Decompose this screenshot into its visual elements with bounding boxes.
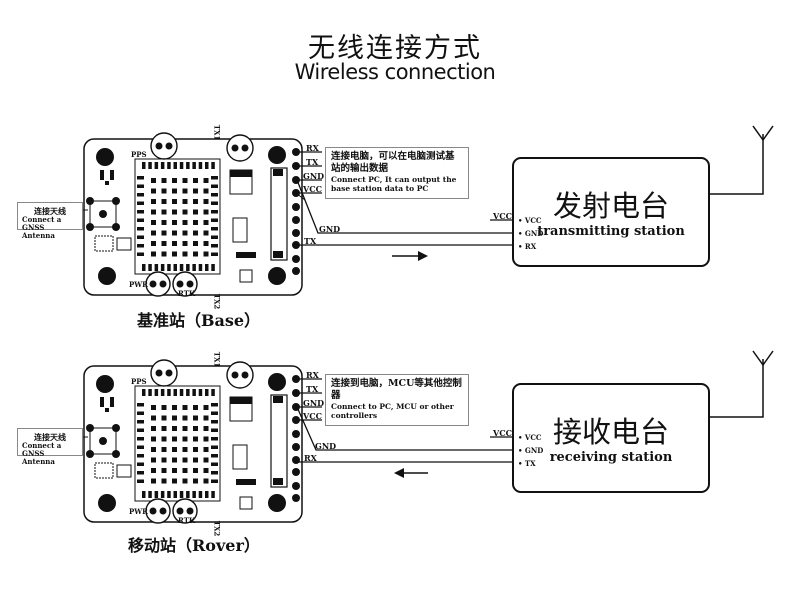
note-en: Connect PC, It can output the base stati… (331, 175, 457, 193)
pps-led-ring (150, 132, 178, 160)
header-pin-232-r2 (292, 482, 300, 490)
station-pin-gnd: • GND (518, 446, 544, 455)
tx1-label: TX1 (212, 351, 222, 368)
header-pin-232-t1 (292, 443, 300, 451)
antenna-note-cn: 连接天线 (34, 206, 66, 216)
header-pin-t2 (292, 468, 300, 476)
rtk-led-ring (172, 498, 198, 524)
wire-label-vcc: VCC (303, 184, 322, 194)
base-wiring-diagram (82, 125, 774, 297)
wire-label-gnd: GND (303, 398, 325, 408)
header-pin-232-r2 (292, 255, 300, 263)
wire-label-gnd-run: GND (319, 224, 341, 234)
wire-label-vcc: VCC (303, 411, 322, 421)
antenna-icon (709, 350, 774, 418)
note-en: Connect to PC, MCU or other controllers (331, 402, 454, 420)
wire-label-tx: TX (306, 384, 319, 394)
header-pin-232-t2 (292, 494, 300, 502)
station-pin-tx: • TX (518, 459, 536, 468)
mounting-hole (268, 146, 286, 164)
station-pin-rx: • RX (518, 242, 537, 251)
pps-label: PPS (131, 377, 147, 386)
header-pin-r2 (292, 456, 300, 464)
wire-label-rx: RX (306, 143, 319, 153)
pwr-led-ring (145, 498, 171, 524)
mounting-hole (96, 148, 114, 166)
header-pin-232-r1 (292, 203, 300, 211)
station-pin-gnd: • GND (518, 229, 544, 238)
wire-label-tx: TX (306, 157, 319, 167)
rover-connect-note: 连接到电脑，MCU等其他控制器 Connect to PC, MCU or ot… (325, 374, 469, 426)
wire-label-gnd-run: GND (315, 441, 337, 451)
rover-section: PPS PWR RTK TX1 TX2 RX TX GND VCC GND RX… (0, 225, 790, 565)
tx1-led-ring (226, 134, 254, 162)
header-pin-232-t2 (292, 267, 300, 275)
reset-button (89, 200, 117, 228)
header-pin-r2 (292, 229, 300, 237)
wire-label-tx-run: TX (304, 236, 317, 246)
tx1-label: TX1 (212, 124, 222, 141)
base-section: PPS PWR RTK TX1 TX2 RX TX GND VCC GND TX… (17, 124, 774, 330)
rtk-label: RTK (178, 516, 195, 525)
rover-wiring-diagram (82, 350, 774, 524)
receiving-station-box: 接收电台 receiving station • VCC • GND • TX (512, 383, 710, 493)
page-title-en: Wireless connection (294, 60, 496, 84)
base-antenna-note: 连接天线 Connect a GNSS Antenna (17, 202, 83, 240)
reset-button (89, 427, 117, 455)
wire-label-rx: RX (306, 370, 319, 380)
pps-led-ring (150, 359, 178, 387)
station-pin-vcc: • VCC (518, 433, 542, 442)
header-connector (270, 167, 288, 261)
antenna-note-en: Connect a GNSS Antenna (22, 441, 62, 466)
mounting-hole (268, 267, 286, 285)
pwr-label: PWR (129, 280, 148, 289)
station-pin-vcc: • VCC (518, 216, 542, 225)
rover-antenna-note: 连接天线 Connect a GNSS Antenna (17, 428, 83, 466)
header-pin-232-t1 (292, 216, 300, 224)
wire-label-vcc-run: VCC (493, 428, 512, 438)
header-connector (270, 394, 288, 488)
antenna-icon (709, 125, 774, 195)
pwr-led-ring (145, 271, 171, 297)
wire-label-gnd: GND (303, 171, 325, 181)
header-pin-232-r1 (292, 430, 300, 438)
note-cn: 连接电脑，可以在电脑测试基站的输出数据 (331, 151, 455, 174)
antenna-note-cn: 连接天线 (34, 432, 66, 442)
rover-caption: 移动站（Rover） (128, 536, 260, 555)
pwr-label: PWR (129, 507, 148, 516)
pps-label: PPS (131, 150, 147, 159)
arrow-right-icon (392, 251, 428, 261)
arrow-left-icon (394, 468, 428, 478)
base-connect-note: 连接电脑，可以在电脑测试基站的输出数据 Connect PC, It can o… (325, 147, 469, 199)
transmitting-station-box: 发射电台 transmitting station • VCC • GND • … (512, 157, 710, 267)
note-cn: 连接到电脑，MCU等其他控制器 (331, 378, 462, 401)
station-title-cn: 接收电台 (552, 415, 669, 449)
wire-label-rx-run: RX (304, 453, 317, 463)
base-caption: 基准站（Base） (137, 311, 261, 330)
mounting-hole (98, 494, 116, 512)
antenna-note-en: Connect a GNSS Antenna (22, 215, 62, 240)
wire-label-vcc-run: VCC (493, 211, 512, 221)
gnss-module (134, 158, 221, 275)
station-title-en: transmitting station (537, 224, 685, 239)
gnss-module (134, 385, 221, 502)
rtk-label: RTK (178, 289, 195, 298)
page-title-cn: 无线连接方式 (308, 33, 482, 64)
station-title-cn: 发射电台 (552, 189, 669, 223)
mounting-hole (98, 267, 116, 285)
station-title-en: receiving station (549, 450, 673, 465)
mounting-hole (268, 373, 286, 391)
mounting-hole (96, 375, 114, 393)
tx1-led-ring (226, 361, 254, 389)
mounting-hole (268, 494, 286, 512)
rtk-led-ring (172, 271, 198, 297)
